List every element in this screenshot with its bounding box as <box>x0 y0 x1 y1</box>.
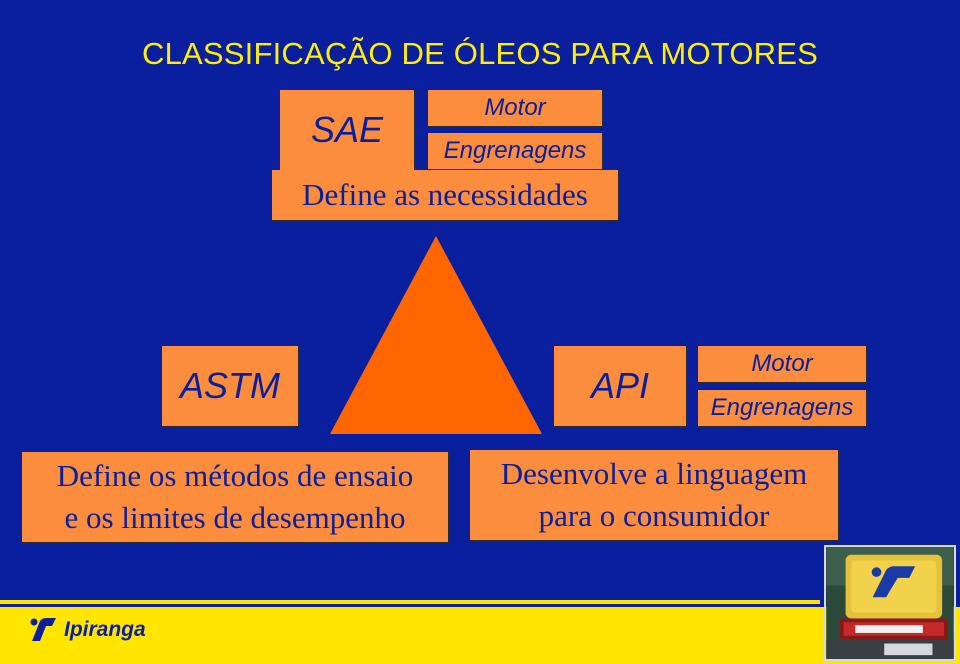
api-description: Desenvolve a linguagem para o consumidor <box>470 450 840 542</box>
ipiranga-logo-text: Ipiranga <box>64 618 146 641</box>
triangle-shape <box>330 236 542 434</box>
ipiranga-logo-icon <box>30 618 56 641</box>
footer-band <box>0 607 960 664</box>
sae-motor-label: Motor <box>428 90 604 128</box>
astm-box: ASTM <box>162 346 300 428</box>
astm-description: Define os métodos de ensaio e os limites… <box>22 452 450 544</box>
sae-description: Define as necessidades <box>272 170 620 222</box>
footer-divider <box>0 600 820 604</box>
api-motor-label: Motor <box>698 346 868 384</box>
api-description-line2: para o consumidor <box>538 498 770 533</box>
api-description-line1: Desenvolve a linguagem <box>500 456 808 492</box>
api-engrenagens-label: Engrenagens <box>698 390 868 428</box>
sae-engrenagens-label: Engrenagens <box>428 133 604 171</box>
api-box: API <box>554 346 688 428</box>
astm-description-line2: e os limites de desempenho <box>64 500 406 535</box>
sae-box: SAE <box>280 90 416 172</box>
ipiranga-logo: Ipiranga <box>28 617 146 643</box>
gas-station-sign-photo <box>824 545 956 661</box>
astm-description-line1: Define os métodos de ensaio <box>56 458 414 494</box>
page-title: CLASSIFICAÇÃO DE ÓLEOS PARA MOTORES <box>142 36 818 71</box>
